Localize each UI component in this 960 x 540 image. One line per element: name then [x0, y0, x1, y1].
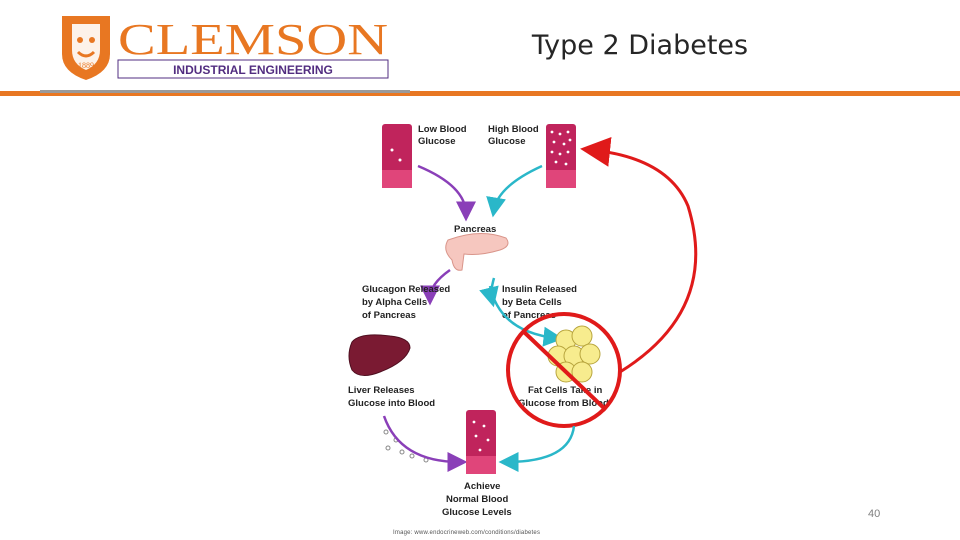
- clemson-logo: 1889 CLEMSON INDUSTRIAL ENGINEERING: [58, 10, 418, 82]
- achieve-label-2: Normal Blood: [446, 494, 508, 505]
- insulin-label-1: Insulin Released: [502, 284, 577, 295]
- logo-year: 1889: [78, 61, 94, 70]
- arrow-low-to-pancreas: [418, 166, 466, 214]
- blood-tube-icon: [382, 124, 412, 188]
- page-number: 40: [868, 508, 880, 520]
- blood-tube-icon: [466, 410, 496, 474]
- logo-department: INDUSTRIAL ENGINEERING: [173, 63, 333, 77]
- glucagon-label-2: by Alpha Cells: [362, 297, 427, 308]
- high-glucose-label-1: High Blood: [488, 124, 539, 135]
- header-rule-accent: [40, 90, 410, 93]
- glucagon-label-1: Glucagon Released: [362, 284, 450, 295]
- insulin-label-2: by Beta Cells: [502, 297, 562, 308]
- arrow-fat-normal: [506, 426, 574, 462]
- low-glucose-label-1: Low Blood: [418, 124, 467, 135]
- arrow-high-to-pancreas: [494, 166, 542, 210]
- fat-cells-icon: [548, 326, 600, 382]
- glucose-regulation-diagram: Low Blood Glucose High Blood Glucose Pan…: [330, 110, 730, 530]
- tiger-shield-icon: 1889: [62, 16, 110, 80]
- achieve-label-1: Achieve: [464, 481, 500, 492]
- liver-icon: [349, 335, 410, 376]
- arrow-red-feedback: [592, 150, 696, 372]
- logo-wordmark: CLEMSON: [118, 15, 388, 64]
- liver-label-2: Glucose into Blood: [348, 398, 435, 409]
- slide-title: Type 2 Diabetes: [500, 30, 780, 61]
- image-credit: Image: www.endocrineweb.com/conditions/d…: [393, 530, 540, 536]
- glucagon-label-3: of Pancreas: [362, 310, 416, 321]
- low-glucose-label-2: Glucose: [418, 136, 456, 147]
- high-glucose-label-2: Glucose: [488, 136, 526, 147]
- arrow-liver-normal: [384, 416, 460, 462]
- liver-label-1: Liver Releases: [348, 385, 415, 396]
- pancreas-icon: [446, 233, 508, 270]
- blood-tube-icon: [546, 124, 576, 188]
- achieve-label-3: Glucose Levels: [442, 507, 512, 518]
